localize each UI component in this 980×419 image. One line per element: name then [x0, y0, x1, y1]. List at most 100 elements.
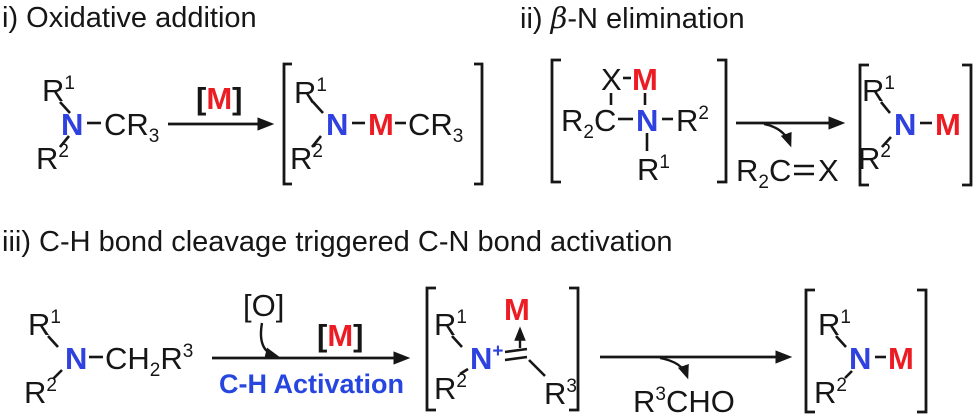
ii-byproduct-x: X [818, 153, 839, 188]
ii-byproduct-r2c: R2C [736, 153, 792, 192]
bracket-left-iii-product [804, 288, 815, 414]
atom-label: R [818, 307, 841, 342]
atom-label: R [290, 141, 313, 176]
bond-i-r2-n [58, 135, 71, 148]
bond-iii-prod-r2-n [844, 370, 853, 379]
bracket-left-i-product [282, 62, 292, 186]
superscript: 1 [64, 73, 75, 94]
superscript: 1 [884, 73, 895, 94]
bracket-open: [ [196, 81, 207, 116]
ii-reactant-metal: M [632, 62, 658, 97]
superscript: 3 [655, 384, 666, 405]
i-reactant-r2: R2 [36, 141, 69, 176]
subscript: 2 [583, 122, 594, 143]
atom-label: R [544, 376, 567, 411]
ii-reactant-r2: R2 [676, 104, 709, 136]
atom-label: C [768, 153, 792, 188]
iii-reactant-nitrogen: N [65, 341, 88, 376]
beta-symbol: β [550, 1, 568, 35]
int-r3: R3 [544, 376, 577, 411]
curved-arrow-ii-byproduct [763, 122, 792, 148]
int-r2: R2 [434, 371, 467, 406]
ch-activation-label: C-H Activation [219, 369, 405, 399]
ii-reactant-r1: R1 [637, 152, 670, 185]
i-product-r1: R1 [294, 75, 327, 110]
i-reactant-cr3: CR3 [104, 109, 159, 146]
iii-product-metal: M [888, 341, 914, 376]
iii-product-nitrogen: N [849, 341, 872, 376]
superscript: 2 [58, 141, 69, 162]
bracket-right-iii-product [917, 288, 928, 414]
atom-label: R [561, 103, 584, 138]
double-bond-int-line1 [504, 347, 528, 354]
atom-label: R [160, 341, 183, 376]
iii-product-r2: R2 [814, 375, 847, 410]
bond-i-prod-r1-n [312, 101, 324, 114]
ii-reactant-x: X [601, 62, 622, 97]
superscript: 1 [659, 152, 670, 173]
atom-label: CH [105, 341, 150, 376]
bracket-right-ii-reactant [717, 58, 728, 184]
atom-label: R [36, 141, 59, 176]
curved-arrow-iii-byproduct [659, 356, 689, 380]
bracket-open: [ [317, 318, 328, 353]
atom-label: R [814, 375, 837, 410]
atom-label: R [862, 73, 885, 108]
superscript: 3 [566, 376, 577, 397]
superscript: 2 [312, 141, 323, 162]
bracket-close: ] [232, 81, 243, 116]
bond-int-r2-n [459, 367, 469, 376]
bracket-left-ii-reactant [550, 58, 561, 184]
bond-int-c-r3 [528, 359, 546, 377]
section-ii-title-num: ii) [520, 3, 551, 35]
i-product-r2: R2 [290, 141, 323, 176]
i-product-nitrogen: N [326, 107, 349, 142]
superscript: 1 [316, 75, 327, 96]
section-ii-title-rest: -N elimination [567, 3, 745, 35]
subscript: 2 [149, 360, 161, 381]
i-catalyst-label: [M] [196, 83, 242, 114]
atom-label: C [593, 103, 617, 138]
double-bond-int-line2 [504, 355, 528, 362]
superscript: 2 [456, 371, 467, 392]
metal-label: M [206, 81, 233, 116]
int-metal: M [504, 292, 530, 327]
atom-label: R [858, 141, 881, 176]
superscript: 2 [836, 375, 847, 396]
i-reactant-nitrogen: N [61, 107, 84, 142]
atom-label: CHO [665, 384, 735, 419]
superscript: 1 [456, 307, 467, 328]
bond-ii-prod-r1-n [879, 101, 892, 114]
iii-product-r1: R1 [818, 307, 851, 342]
atom-label: R [736, 153, 759, 188]
atom-label: R [28, 307, 51, 342]
atom-label: R [294, 75, 317, 110]
i-reactant-r1: R1 [42, 73, 75, 106]
int-nitrogen-cation: N+ [470, 342, 504, 374]
section-ii-title: ii) β-N elimination [520, 4, 745, 34]
iii-catalyst-label: [M] [317, 320, 363, 351]
ii-product-metal: M [935, 107, 961, 142]
iii-reactant-r2: R2 [24, 375, 57, 410]
bond-i-r1-n [59, 101, 71, 114]
superscript: 1 [840, 307, 851, 328]
ii-reactant-nitrogen: N [636, 103, 659, 138]
bond-iii-prod-r1-n [835, 335, 847, 348]
iii-reactant-ch2r3: CH2R3 [105, 341, 193, 380]
bond-iii-r1-n [47, 335, 59, 348]
subscript: 2 [758, 172, 769, 193]
superscript: 2 [46, 375, 57, 396]
bond-iii-r2-n [52, 369, 63, 380]
int-r1: R1 [434, 307, 467, 340]
ii-reactant-r2c: R2C [561, 103, 617, 142]
atom-label: R [24, 375, 47, 410]
i-product-cr3: CR3 [408, 109, 463, 146]
atom-label: R [434, 371, 457, 406]
subscript: 3 [148, 126, 160, 147]
bracket-right-i-product [474, 62, 484, 186]
iii-byproduct-r3cho: R3CHO [633, 384, 735, 419]
atom-label: R [633, 384, 656, 419]
subscript: 3 [452, 126, 464, 147]
iii-reactant-r1: R1 [28, 307, 61, 342]
